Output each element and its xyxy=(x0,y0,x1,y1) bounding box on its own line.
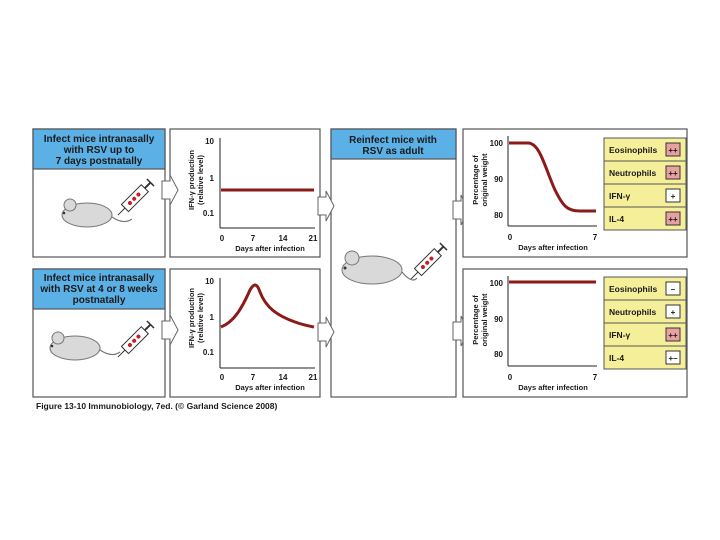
x-tick: 0 xyxy=(508,233,513,242)
header-line-2: with RSV up to xyxy=(63,145,135,156)
mouse-icon xyxy=(341,250,418,285)
header-line-3: postnatally xyxy=(73,295,126,306)
legend-label: Eosinophils xyxy=(609,145,657,155)
header-line-1: Infect mice intranasally xyxy=(44,273,155,284)
legend-row: IFN-γ + xyxy=(604,183,686,203)
sign-box xyxy=(665,188,681,203)
sign-box xyxy=(665,142,681,157)
sign-value: – xyxy=(671,285,676,294)
syringe-icon xyxy=(117,320,155,358)
y-axis-label: Percentage of xyxy=(471,155,480,205)
header-line-1: Reinfect mice with xyxy=(349,135,437,146)
y-axis-label: original weight xyxy=(480,293,489,346)
header-line-2: RSV as adult xyxy=(362,146,424,157)
legend-row: Neutrophils ++ xyxy=(604,160,686,180)
legend-row: IL-4 +– xyxy=(604,345,686,365)
y-axis-label: IFN-γ production xyxy=(187,150,196,210)
y-tick: 80 xyxy=(494,211,503,220)
y-tick: 0.1 xyxy=(203,209,215,218)
sign-box xyxy=(665,281,681,296)
x-tick: 7 xyxy=(593,233,598,242)
x-tick: 0 xyxy=(220,373,225,382)
header-line-2: with RSV at 4 or 8 weeks xyxy=(39,284,158,295)
legend-label: Neutrophils xyxy=(609,168,656,178)
mouse-icon xyxy=(49,331,121,361)
sign-value: ++ xyxy=(668,331,678,340)
y-axis-label: (relative level) xyxy=(196,292,205,343)
y-tick: 1 xyxy=(210,313,215,322)
y-tick: 0.1 xyxy=(203,348,215,357)
panel-bottom-left: Infect mice intranasally with RSV at 4 o… xyxy=(32,268,166,398)
mouse-icon xyxy=(61,198,133,228)
y-tick: 80 xyxy=(494,350,503,359)
x-tick: 7 xyxy=(593,373,598,382)
x-axis-label: Days after infection xyxy=(518,243,588,252)
ifn-chart-bottom: IFN-γ production (relative level) 10 1 0… xyxy=(169,268,321,398)
legend-row: Eosinophils ++ xyxy=(609,142,681,157)
legend-row: IL-4 ++ xyxy=(604,206,686,226)
x-tick: 0 xyxy=(508,373,513,382)
legend-label: IFN-γ xyxy=(609,191,631,201)
legend-row: Neutrophils + xyxy=(604,299,686,319)
x-tick: 7 xyxy=(251,373,256,382)
header-line-3: 7 days postnatally xyxy=(56,156,143,167)
panel-header xyxy=(330,128,457,160)
sign-box xyxy=(665,350,681,365)
sign-box xyxy=(665,327,681,342)
legend-row: IFN-γ ++ xyxy=(604,322,686,342)
sign-value: + xyxy=(671,192,676,201)
y-tick: 1 xyxy=(210,174,215,183)
y-tick: 100 xyxy=(490,279,504,288)
sign-box xyxy=(665,211,681,226)
y-tick: 90 xyxy=(494,315,503,324)
panel-middle: Reinfect mice with RSV as adult xyxy=(330,128,457,398)
x-tick: 7 xyxy=(251,234,256,243)
header-line-1: Infect mice intranasally xyxy=(44,134,155,145)
y-axis-label: IFN-γ production xyxy=(187,288,196,348)
y-tick: 100 xyxy=(490,139,504,148)
y-tick: 10 xyxy=(205,137,214,146)
panel-header xyxy=(32,128,166,170)
sign-value: +– xyxy=(668,354,678,363)
x-tick: 21 xyxy=(309,234,318,243)
sign-value: ++ xyxy=(668,146,678,155)
x-tick: 21 xyxy=(309,373,318,382)
panel-header xyxy=(32,268,166,310)
x-tick: 14 xyxy=(279,373,288,382)
sign-box xyxy=(665,165,681,180)
legend-label: Eosinophils xyxy=(609,284,657,294)
x-axis-label: Days after infection xyxy=(518,383,588,392)
sign-value: ++ xyxy=(668,169,678,178)
sign-value: ++ xyxy=(668,215,678,224)
y-tick: 90 xyxy=(494,175,503,184)
weight-curve xyxy=(509,141,596,213)
legend-label: Neutrophils xyxy=(609,307,656,317)
x-axis-label: Days after infection xyxy=(235,383,305,392)
x-tick: 14 xyxy=(279,234,288,243)
legend-label: IL-4 xyxy=(609,214,624,224)
y-tick: 10 xyxy=(205,277,214,286)
panel-top-left: Infect mice intranasally with RSV up to … xyxy=(32,128,166,258)
x-axis-label: Days after infection xyxy=(235,244,305,253)
syringe-icon xyxy=(117,178,155,216)
y-axis-label: (relative level) xyxy=(196,154,205,205)
sign-value: + xyxy=(671,308,676,317)
y-axis-label: original weight xyxy=(480,153,489,206)
sign-box xyxy=(665,304,681,319)
weight-chart-top: Percentage of original weight 100 90 80 … xyxy=(462,128,688,258)
x-tick: 0 xyxy=(220,234,225,243)
ifn-chart-top: IFN-γ production (relative level) 10 1 0… xyxy=(169,128,321,258)
syringe-icon xyxy=(410,242,448,280)
legend-label: IFN-γ xyxy=(609,330,631,340)
legend-row: Eosinophils – xyxy=(609,281,681,296)
legend-label: IL-4 xyxy=(609,353,624,363)
y-axis-label: Percentage of xyxy=(471,295,480,345)
figure-caption: Figure 13-10 Immunobiology, 7ed. (© Garl… xyxy=(36,401,278,411)
ifn-curve xyxy=(220,283,315,329)
